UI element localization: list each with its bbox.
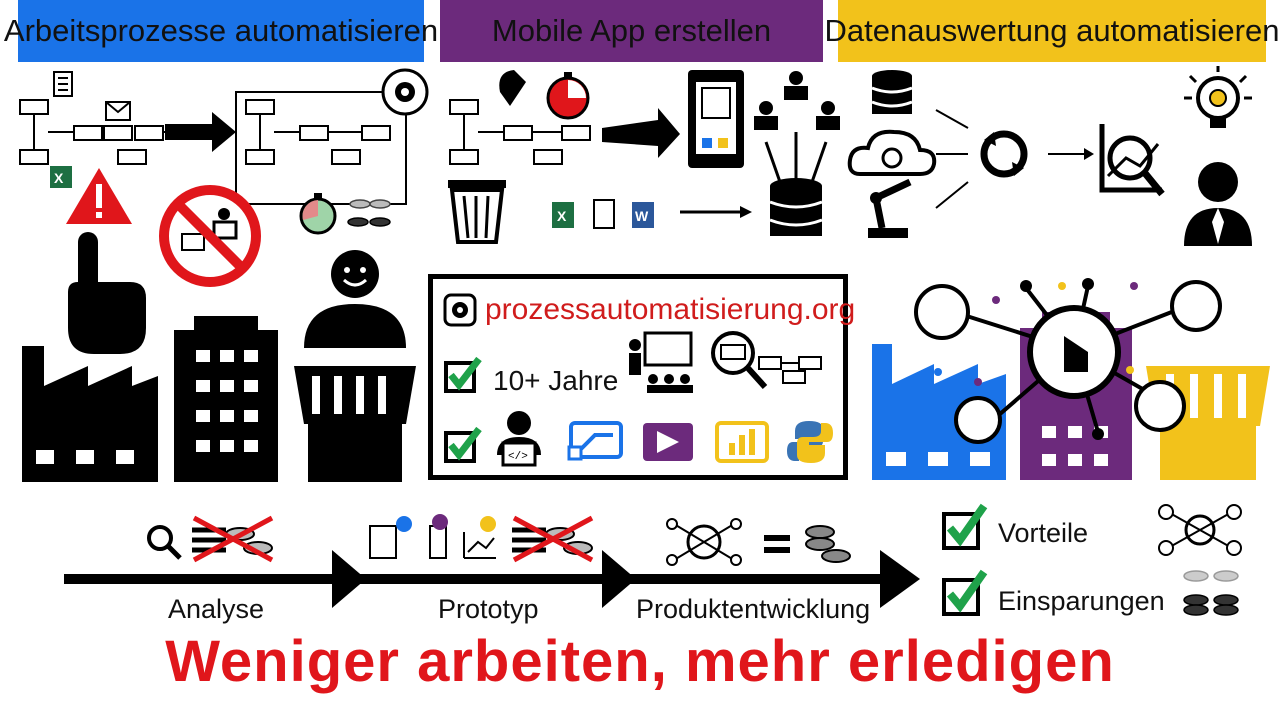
- no-training-icon: [159, 185, 261, 287]
- data-analysis-diagram: [847, 66, 1252, 246]
- svg-text:X: X: [54, 170, 64, 186]
- prototype-icons: [369, 514, 594, 563]
- app-node-icon: [1134, 380, 1186, 432]
- shop-icon: [294, 250, 416, 482]
- stopwatch-icon: [546, 72, 590, 120]
- network-small-icon: [1158, 504, 1242, 556]
- checkbox-checked-icon: [444, 356, 482, 393]
- svg-text:W: W: [635, 208, 649, 224]
- teacher-icon: [629, 331, 693, 393]
- gear-sync-icon: [443, 293, 477, 327]
- office-building-icon: [174, 316, 278, 482]
- businessman-icon: [1184, 162, 1252, 246]
- connected-business-illustration: [872, 278, 1270, 480]
- svg-text:</>: </>: [508, 451, 528, 463]
- python-icon: [787, 421, 833, 463]
- lightbulb-icon: [1184, 66, 1252, 128]
- pointing-hand-icon: [68, 232, 146, 354]
- trash-icon: [448, 180, 506, 244]
- factory-icon: [22, 346, 158, 482]
- analysis-cost-icon: [147, 515, 274, 563]
- warning-icon: [66, 168, 132, 224]
- coins-icon: [1183, 570, 1239, 616]
- smartphone-icon: [688, 70, 744, 168]
- chart-magnifier-icon: [1099, 124, 1165, 197]
- cloud-node-icon: [914, 284, 970, 340]
- chart-node-icon: [1170, 280, 1222, 332]
- time-money-icon: [299, 193, 391, 235]
- email-icon: [105, 101, 131, 121]
- slogan: Weniger arbeiten, mehr erledigen: [165, 629, 1115, 694]
- timeline-arrow: [64, 514, 920, 608]
- power-automate-icon: [567, 421, 623, 461]
- step-prototyp: Prototyp: [438, 594, 539, 624]
- power-bi-icon: [715, 421, 769, 463]
- factory-blue-icon: [872, 344, 1006, 480]
- diagram-node-icon: [954, 396, 1002, 444]
- product-savings-icon: [666, 518, 851, 566]
- website-link[interactable]: prozessautomatisierung.org: [485, 293, 856, 326]
- process-automation-diagram: X: [19, 68, 429, 205]
- database-icon: [871, 70, 913, 114]
- magnifier-diagram-icon: [711, 331, 822, 390]
- checklist-icon: [53, 71, 73, 97]
- check-einsparungen: Einsparungen: [998, 586, 1165, 616]
- cloud-sync-icon: [847, 129, 937, 176]
- mobile-app-diagram: X W: [448, 70, 840, 244]
- check-vorteile: Vorteile: [998, 518, 1089, 548]
- checkbox-checked-icon: [444, 426, 482, 463]
- header-datenauswertung: Datenauswertung automatisieren: [825, 0, 1279, 62]
- header-mobile-app: Mobile App erstellen: [440, 0, 823, 62]
- step-analyse: Analyse: [168, 594, 265, 624]
- experience-label: 10+ Jahre: [493, 365, 619, 396]
- database-icon: [769, 178, 823, 236]
- power-apps-icon: [643, 423, 693, 461]
- svg-text:X: X: [557, 208, 567, 224]
- robot-arm-icon: [868, 178, 912, 238]
- checkbox-checked-icon: [942, 569, 988, 616]
- users-icon: [754, 71, 840, 130]
- checkbox-checked-icon: [942, 503, 988, 550]
- header-arbeitsprozesse: Arbeitsprozesse automatisieren: [4, 0, 438, 62]
- office-files-icon: X W: [552, 199, 654, 229]
- step-produktentwicklung: Produktentwicklung: [636, 594, 871, 624]
- sync-icon: [980, 130, 1028, 178]
- hands-icon: [499, 70, 526, 106]
- company-info-box: prozessautomatisierung.org 10+ Jahre </>: [428, 274, 855, 480]
- excel-icon: X: [50, 166, 72, 188]
- coder-icon: </>: [497, 411, 541, 467]
- gear-sync-icon: [381, 68, 429, 116]
